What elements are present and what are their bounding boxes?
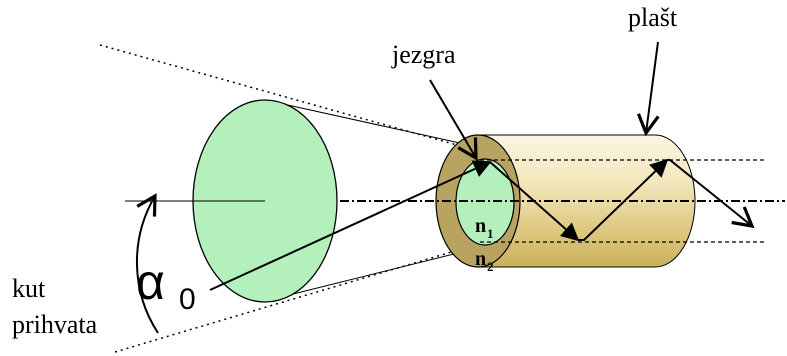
guided-ray-path xyxy=(489,161,580,242)
guided-ray-path-2 xyxy=(578,158,669,241)
n1-label: n xyxy=(475,215,486,237)
cone-lower-dotted-line xyxy=(114,244,476,353)
cone-upper-thin-line xyxy=(264,99,479,148)
exit-ray-path xyxy=(667,159,755,229)
prihvata-label: prihvata xyxy=(12,310,98,339)
cone-lower-thin-line xyxy=(264,247,479,302)
plast-pointer xyxy=(636,41,660,137)
fiber-back-end xyxy=(654,134,696,268)
acceptance-angle-arc xyxy=(135,193,159,334)
alpha-symbol: α xyxy=(136,254,165,310)
jezgra-pointer xyxy=(429,79,478,161)
n1-subscript: 1 xyxy=(487,226,494,241)
n2-subscript: 2 xyxy=(487,259,494,274)
jezgra-label: jezgra xyxy=(391,40,456,69)
n2-label: n xyxy=(475,248,486,270)
incident-ray xyxy=(209,160,492,291)
kut-label: kut xyxy=(12,274,46,303)
plast-label: plašt xyxy=(628,3,678,32)
alpha-subscript: 0 xyxy=(179,283,196,316)
